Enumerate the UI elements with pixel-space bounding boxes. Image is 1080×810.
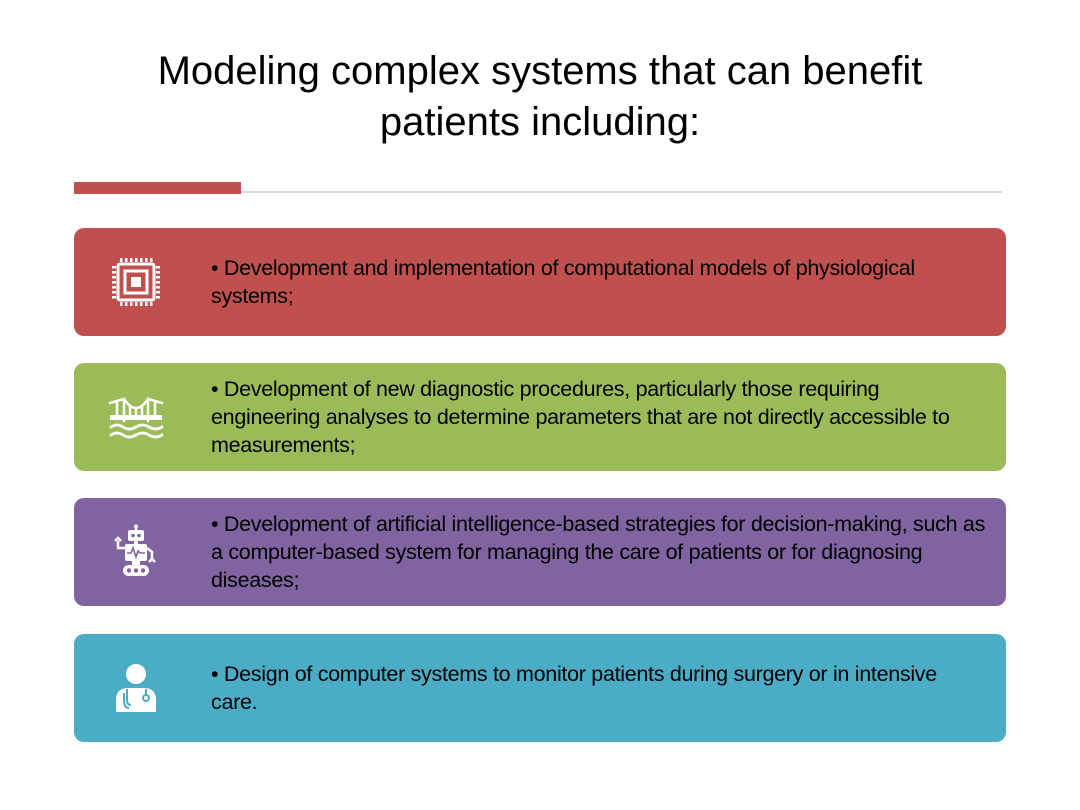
slide-title: Modeling complex systems that can benefi…	[157, 49, 923, 144]
title-accent-bar	[74, 182, 241, 194]
list-item-text: • Design of computer systems to monitor …	[211, 662, 937, 714]
list-item-text: • Development of artificial intelligence…	[211, 512, 986, 592]
list-item-text: • Development of new diagnostic procedur…	[211, 377, 950, 457]
list-item-computational-models: • Development and implementation of comp…	[74, 228, 1006, 336]
doctor-icon	[108, 660, 164, 716]
list-item-text: • Development and implementation of comp…	[211, 256, 915, 308]
list-item-monitoring-systems: • Design of computer systems to monitor …	[74, 634, 1006, 742]
robot-icon	[108, 524, 164, 580]
microchip-icon	[108, 254, 164, 310]
list-item-artificial-intelligence: • Development of artificial intelligence…	[74, 498, 1006, 606]
title-divider	[74, 191, 1002, 193]
list-item-diagnostic-procedures: • Development of new diagnostic procedur…	[74, 363, 1006, 471]
bridge-icon	[108, 389, 164, 445]
